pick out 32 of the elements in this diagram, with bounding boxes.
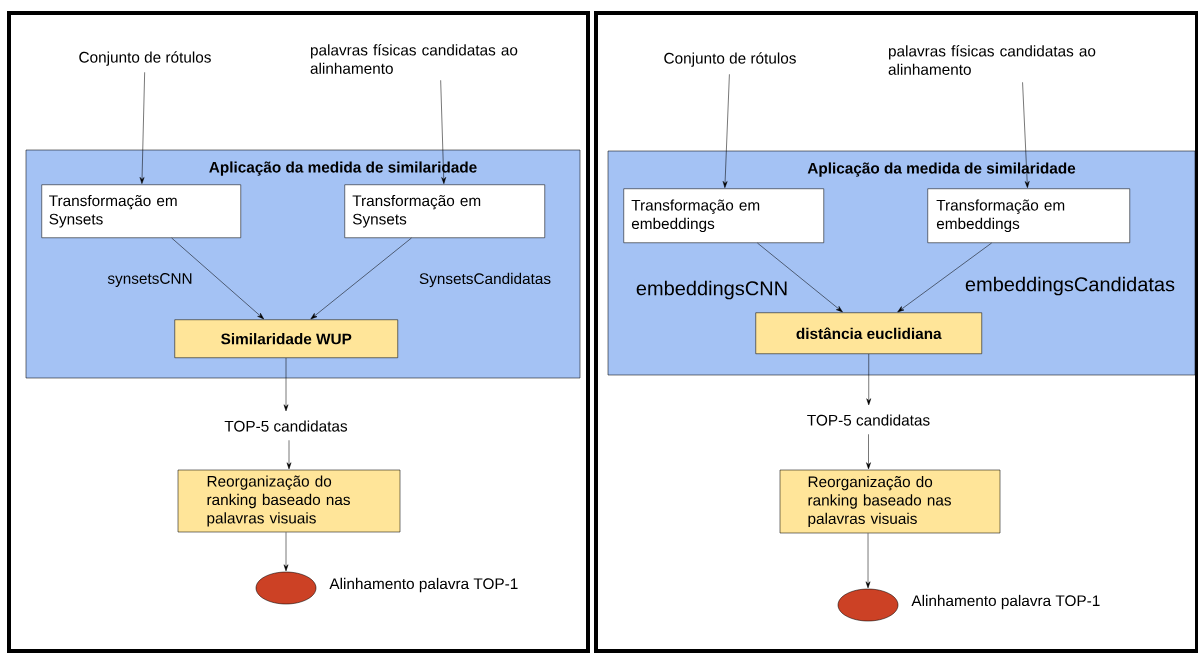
- arrow: [286, 440, 292, 470]
- process-box: Similaridade WUP: [174, 319, 398, 358]
- edge-label: embeddingsCNN: [634, 279, 790, 301]
- arrow: [757, 242, 843, 313]
- arrow: [283, 357, 289, 412]
- arrow: [171, 237, 264, 320]
- edge-label: embeddingsCandidatas: [963, 275, 1177, 297]
- input-text: palavras físicas candidatas ao alinhamento: [888, 45, 1096, 75]
- arrow: [866, 353, 872, 406]
- arrow: [139, 72, 145, 184]
- beside-text: Alinhamento palavra TOP-1: [329, 577, 518, 593]
- process-box: Transformação em Synsets: [344, 184, 545, 238]
- input-text: TOP-5 candidatas: [807, 414, 930, 426]
- process-box: Transformação em embeddings: [623, 188, 824, 243]
- process-box: Reorganização do ranking baseado nas palavras visuais: [779, 469, 1001, 534]
- arrow: [897, 242, 992, 313]
- process-box: Transformação em embeddings: [927, 188, 1130, 243]
- process-box: Transformação em Synsets: [41, 184, 241, 238]
- input-text: TOP-5 candidatas: [224, 420, 348, 432]
- arrow: [865, 533, 871, 589]
- arrow: [440, 80, 447, 184]
- process-box: distância euclidiana: [755, 312, 982, 354]
- arrow: [283, 532, 289, 572]
- arrow: [1022, 82, 1030, 188]
- input-text: Conjunto de rótulos: [664, 52, 796, 67]
- arrow: [722, 74, 730, 188]
- arrow: [310, 237, 412, 320]
- arrow: [866, 434, 871, 470]
- beside-text: Alinhamento palavra TOP-1: [911, 594, 1100, 610]
- input-text: Conjunto de rótulos: [79, 51, 211, 66]
- process-box: Reorganização do ranking baseado nas palavras visuais: [177, 469, 401, 533]
- input-text: palavras físicas candidatas ao alinhamento: [310, 44, 518, 74]
